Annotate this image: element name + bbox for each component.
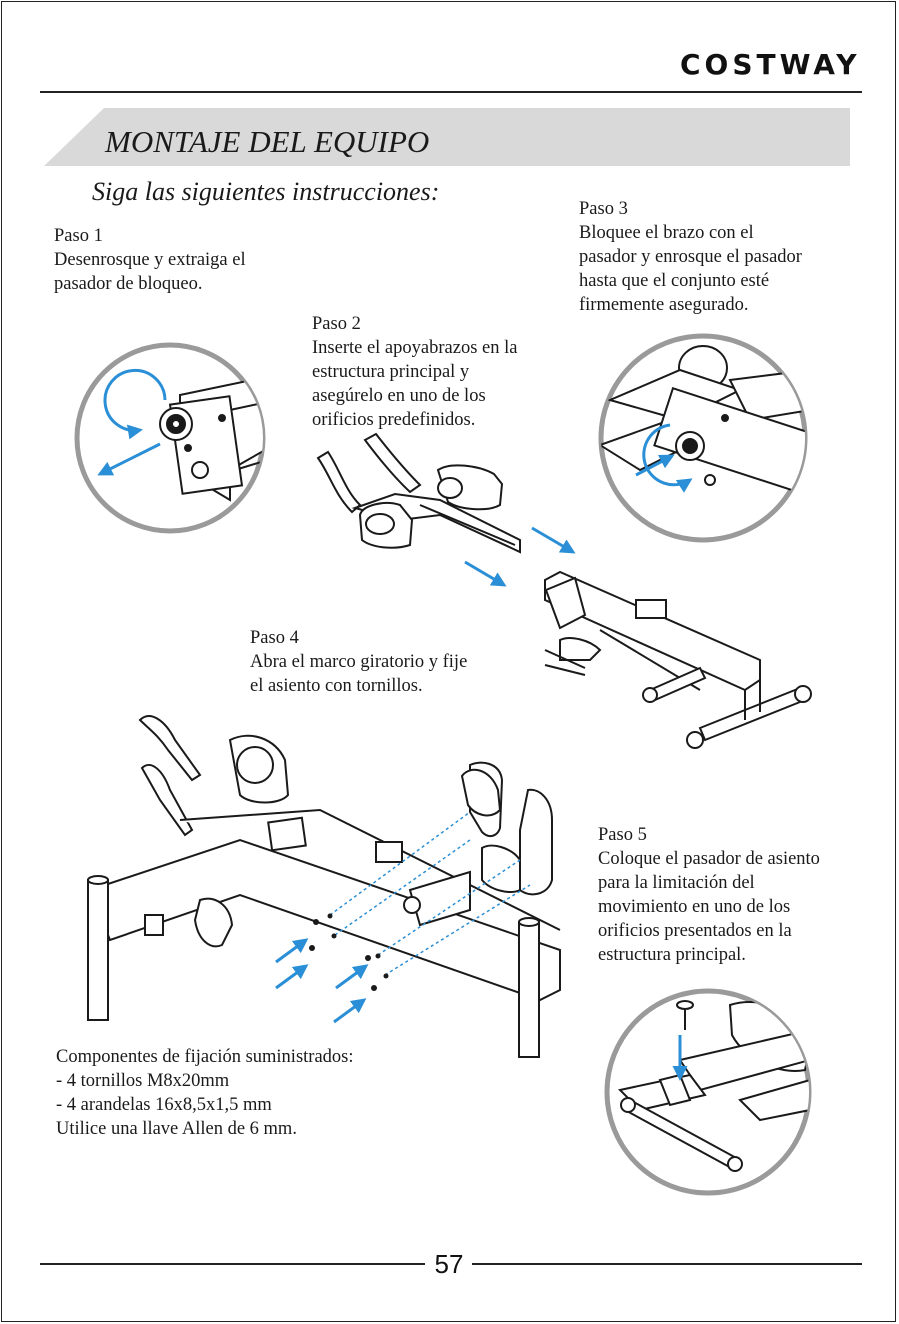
step-3-text: Paso 3 Bloquee el brazo con el pasador y… (579, 197, 802, 317)
insert-arrow (464, 560, 507, 587)
step-2-line: orificios predefinidos. (312, 410, 476, 430)
armrest-illustration (316, 432, 521, 554)
step-1-line: Desenrosque y extraiga el (54, 250, 246, 270)
step-2-line: Inserte el apoyabrazos en la (312, 338, 518, 358)
step-3-detail-circle (598, 333, 808, 543)
hardware-item: - 4 tornillos M8x20mm (56, 1071, 230, 1091)
insert-arrow (531, 526, 576, 554)
seat-assembly-illustration (87, 715, 561, 1058)
step-5-title: Paso 5 (598, 825, 647, 845)
step-1-title: Paso 1 (54, 226, 103, 246)
hardware-heading: Componentes de fijación suministrados: (56, 1047, 354, 1067)
step-3-line: firmemente asegurado. (579, 295, 749, 315)
step-3-title: Paso 3 (579, 199, 628, 219)
step-1-line: pasador de bloqueo. (54, 274, 203, 294)
screws-icon (309, 913, 389, 991)
step-3-line: pasador y enrosque el pasador (579, 247, 802, 267)
step-2-line: estructura principal y (312, 362, 470, 382)
step-2-title: Paso 2 (312, 314, 361, 334)
footer-rule-left (40, 1263, 425, 1265)
step-5-line: orificios presentados en la (598, 921, 792, 941)
screw-arrows (275, 938, 369, 1024)
step-4-title: Paso 4 (250, 628, 299, 648)
step-5-text: Paso 5 Coloque el pasador de asiento par… (598, 823, 820, 967)
page-number: 57 (434, 1249, 464, 1279)
brand-logo: COSTWAY (680, 48, 861, 81)
step-5-line: estructura principal. (598, 945, 746, 965)
step-2-line: asegúrelo en uno de los (312, 386, 486, 406)
hardware-note: Utilice una llave Allen de 6 mm. (56, 1119, 297, 1139)
main-frame-illustration (544, 570, 812, 749)
screw-guides (329, 811, 531, 976)
hardware-item: - 4 arandelas 16x8,5x1,5 mm (56, 1095, 272, 1115)
footer-rule-right (472, 1263, 862, 1265)
step-1-detail-circle (74, 342, 266, 534)
step-2-text: Paso 2 Inserte el apoyabrazos en la estr… (312, 312, 517, 432)
section-title: MONTAJE DEL EQUIPO (105, 124, 430, 159)
section-title-band (44, 108, 850, 166)
header-rule (40, 91, 862, 93)
step-1-text: Paso 1 Desenrosque y extraiga el pasador… (54, 224, 246, 296)
instructions-subtitle: Siga las siguientes instrucciones: (92, 177, 440, 206)
step-5-line: Coloque el pasador de asiento (598, 849, 820, 869)
hardware-list: Componentes de fijación suministrados: -… (56, 1045, 354, 1141)
step-4-text: Paso 4 Abra el marco giratorio y fije el… (250, 626, 467, 698)
step-4-line: el asiento con tornillos. (250, 676, 423, 696)
step-4-line: Abra el marco giratorio y fije (250, 652, 468, 672)
step-5-line: para la limitación del (598, 873, 755, 893)
step-3-line: hasta que el conjunto esté (579, 271, 770, 291)
step-5-line: movimiento en uno de los (598, 897, 791, 917)
step-3-line: Bloquee el brazo con el (579, 223, 754, 243)
step-5-detail-circle (604, 988, 812, 1196)
